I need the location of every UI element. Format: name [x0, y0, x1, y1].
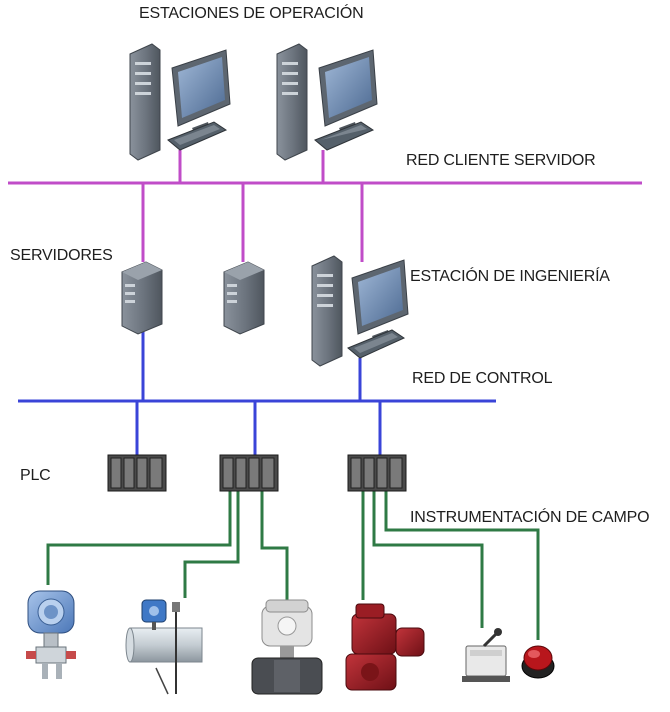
plc-rack-2: [219, 454, 279, 492]
pressure-transmitter-icon: [26, 590, 76, 679]
field-link-flowmeter: [183, 488, 240, 598]
flow-meter-icon: [125, 599, 203, 695]
plc-rack-3: [347, 454, 407, 492]
control-network-label: RED DE CONTROL: [412, 370, 553, 387]
servers-label: SERVIDORES: [10, 247, 113, 264]
engineering-station-label: ESTACIÓN DE INGENIERÍA: [410, 268, 610, 285]
red-valve-actuator-icon: [345, 603, 425, 691]
server-1: [121, 261, 163, 335]
plc-label: PLC: [20, 467, 51, 484]
workstation-1: [129, 43, 231, 161]
operation-stations-label: ESTACIONES DE OPERACIÓN: [139, 5, 364, 22]
client-server-network-label: RED CLIENTE SERVIDOR: [406, 152, 596, 169]
limit-switch-icon: [462, 628, 510, 682]
push-button-icon: [521, 645, 555, 679]
field-bus-links: [46, 488, 540, 640]
client-server-network-links: [8, 150, 642, 262]
field-instrumentation-label: INSTRUMENTACIÓN DE CAMPO: [410, 509, 650, 526]
server-2: [223, 261, 265, 335]
field-link-pushbutton: [384, 488, 540, 640]
workstation-2: [276, 43, 378, 161]
control-network-links: [18, 330, 496, 455]
field-link-limit-switch: [372, 488, 484, 628]
plc-rack-1: [107, 454, 167, 492]
field-link-transmitter: [46, 488, 232, 585]
valve-actuator-icon: [251, 599, 323, 695]
engineering-workstation: [311, 255, 409, 367]
field-link-valve: [260, 488, 289, 600]
